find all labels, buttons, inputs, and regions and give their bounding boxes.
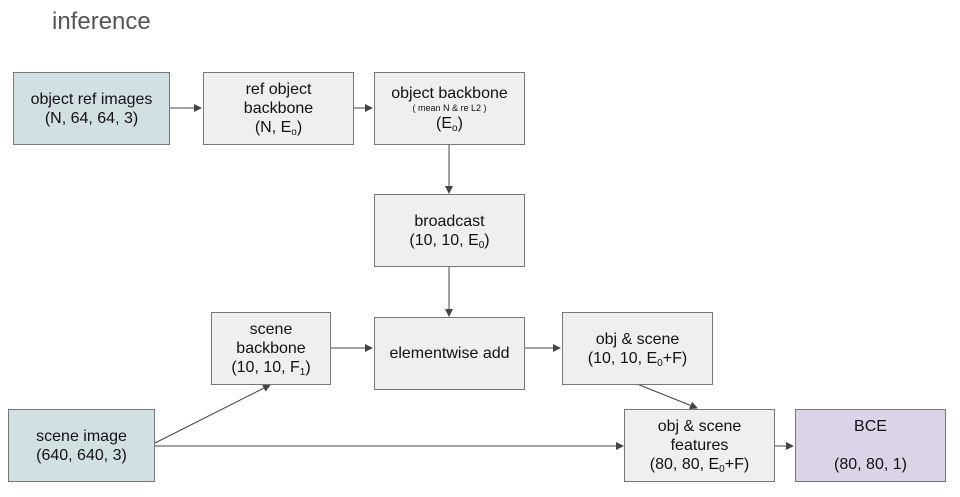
node-label: elementwise add [389,345,510,362]
node-elementwise-add: elementwise add [374,317,525,390]
node-label: object backbone [391,85,508,102]
node-bce: BCE (80, 80, 1) [795,409,946,482]
node-obj-scene: obj & scene (10, 10, E0+F) [562,312,713,385]
node-shape: (640, 640, 3) [36,446,127,464]
node-label: BCE [854,418,887,435]
node-shape: (Eo) [436,115,463,134]
node-object-backbone: object backbone ( mean N & re L2 ) (Eo) [374,72,525,145]
node-label-2: features [670,437,729,454]
node-note: ( mean N & re L2 ) [412,103,487,113]
node-label: object ref images [30,90,153,108]
node-shape: (10, 10, F1) [231,359,311,378]
node-scene-backbone: scene backbone (10, 10, F1) [211,312,331,385]
node-shape: (N, Eo) [254,119,303,138]
node-label-2: backbone [236,340,306,357]
node-label: obj & scene [657,418,742,435]
node-label: scene [249,321,293,338]
node-label: ref object [245,81,312,98]
node-shape: (80, 80, 1) [834,456,907,473]
node-shape: (10, 10, E0+F) [587,349,688,369]
arrow-objscene-to-features [636,383,698,410]
node-label: broadcast [414,212,485,230]
node-label: scene image [36,427,127,445]
diagram-title: inference [52,8,151,35]
node-shape: (N, 64, 64, 3) [44,109,139,127]
node-ref-object-backbone: ref object backbone (N, Eo) [203,72,354,145]
node-label-2: backbone [243,100,314,117]
node-broadcast: broadcast (10, 10, E0) [374,194,525,267]
arrow-sceneimage-to-scenebackbone [154,384,271,444]
node-label: obj & scene [595,330,680,348]
node-object-ref-images: object ref images (N, 64, 64, 3) [13,72,170,145]
node-shape: (10, 10, E0) [409,231,490,251]
node-obj-scene-features: obj & scene features (80, 80, E0+F) [624,409,775,482]
node-shape: (80, 80, E0+F) [649,456,750,475]
node-scene-image: scene image (640, 640, 3) [8,409,155,482]
